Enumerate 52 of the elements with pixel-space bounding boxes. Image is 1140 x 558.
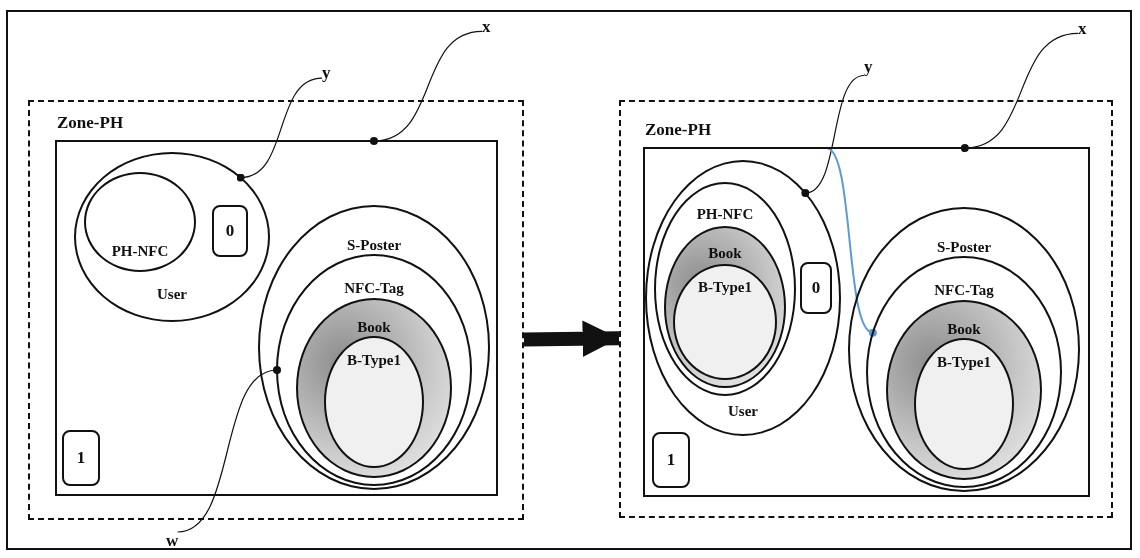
site-number: 1 — [666, 451, 676, 469]
nested-ellipse — [654, 182, 796, 396]
nested-ellipse — [914, 338, 1014, 470]
nested-ellipse — [645, 160, 841, 436]
leader-line — [801, 74, 865, 198]
nested-ellipse — [74, 152, 270, 322]
region-label: Book — [708, 244, 742, 262]
nested-ellipse — [324, 336, 424, 468]
region-label: User — [157, 285, 187, 303]
link-name-label: x — [482, 18, 491, 36]
region-label: PH-NFC — [696, 205, 754, 223]
site-box — [652, 432, 690, 488]
nested-ellipse — [276, 254, 472, 486]
region-label: Book — [357, 318, 391, 336]
site-number: 1 — [76, 449, 86, 467]
nested-ellipse — [886, 300, 1042, 480]
site-box — [800, 262, 832, 314]
link-line — [825, 147, 877, 337]
region-label: PH-NFC — [111, 242, 169, 260]
nested-ellipse — [866, 256, 1062, 488]
region-label: NFC-Tag — [344, 279, 404, 297]
dashed-region — [28, 100, 524, 520]
region-label: User — [728, 402, 758, 420]
region-label: B-Type1 — [937, 353, 991, 371]
leader-line — [960, 32, 1079, 152]
region-label: B-Type1 — [347, 351, 401, 369]
block-arrow — [523, 320, 620, 357]
site-box — [212, 205, 248, 257]
leader-line — [236, 77, 323, 182]
link-name-label: y — [322, 64, 331, 82]
dashed-region — [619, 100, 1113, 518]
nested-ellipse — [296, 298, 452, 478]
region-label: NFC-Tag — [934, 281, 994, 299]
region-label: Zone-PH — [645, 121, 712, 139]
site-number: 0 — [225, 222, 235, 240]
region-label: Book — [947, 320, 981, 338]
nested-ellipse — [258, 205, 490, 490]
link-name-label: x — [1078, 20, 1087, 38]
region-label: Zone-PH — [57, 114, 124, 132]
leader-line — [177, 366, 281, 533]
link-name-label: w — [166, 532, 179, 550]
nested-ellipse — [84, 172, 196, 272]
nested-ellipse — [848, 207, 1080, 492]
region-label: S-Poster — [346, 236, 402, 254]
leader-line — [369, 30, 483, 145]
site-number: 0 — [811, 279, 821, 297]
region-label: B-Type1 — [698, 278, 752, 296]
nested-ellipse — [673, 264, 777, 380]
region-label: S-Poster — [936, 238, 992, 256]
site-box — [62, 430, 100, 486]
link-name-label: y — [864, 58, 873, 76]
nested-ellipse — [664, 226, 786, 388]
